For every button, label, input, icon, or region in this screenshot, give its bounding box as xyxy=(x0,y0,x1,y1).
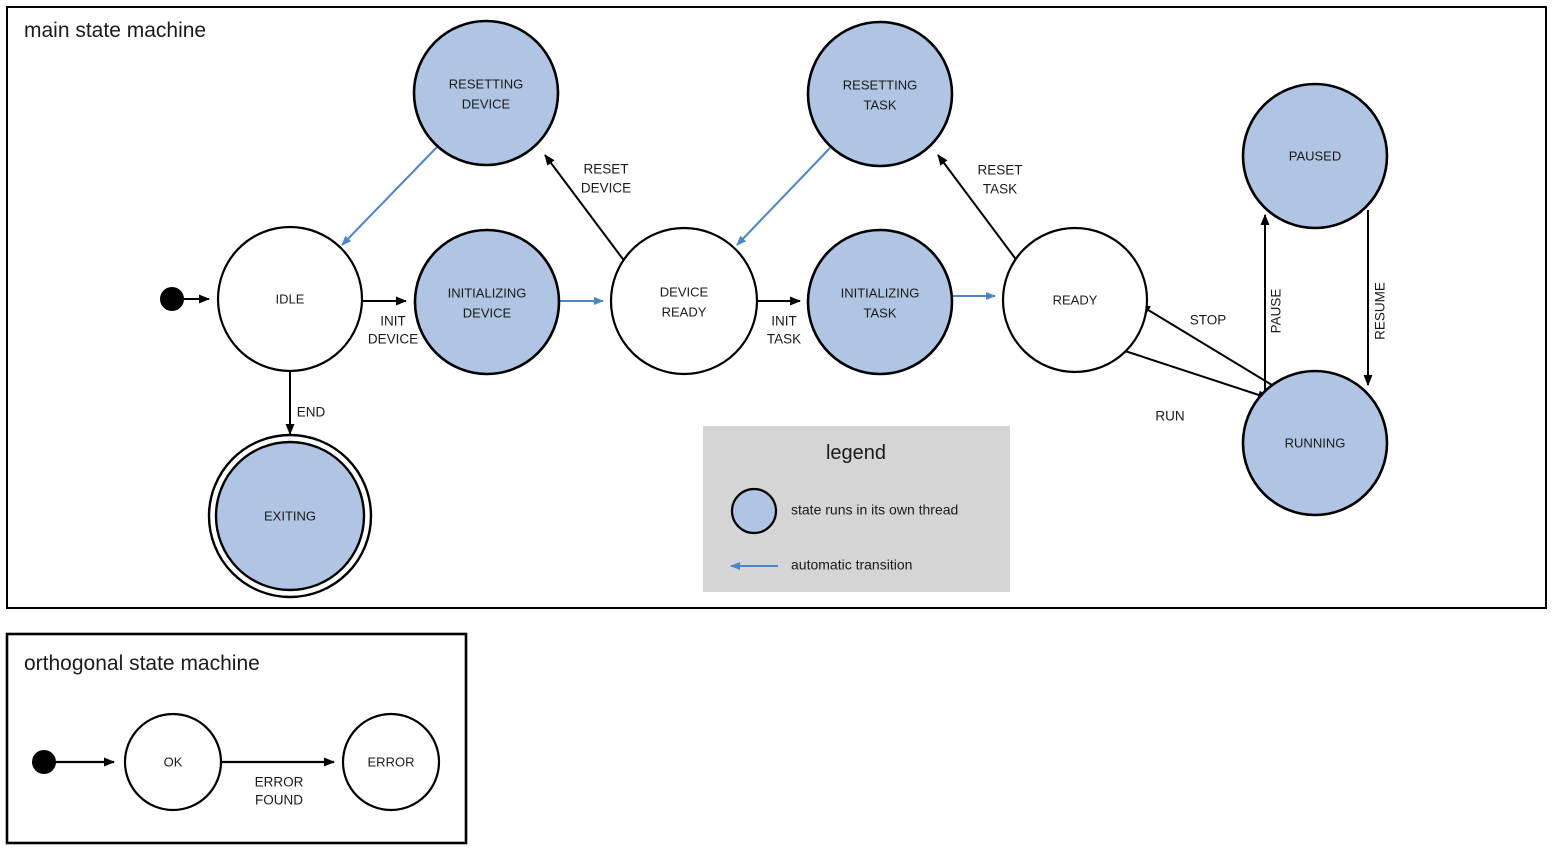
state-paused-circle xyxy=(1241,82,1389,230)
transition-idle-to-initializing-device: INIT DEVICE xyxy=(362,296,418,347)
initial-state-marker xyxy=(160,287,184,311)
orthogonal-initial-state-marker xyxy=(32,750,56,774)
legend-item-threaded-state-label: state runs in its own thread xyxy=(791,502,958,518)
state-exiting-circle xyxy=(214,440,366,592)
state-resetting-task-label-line2: TASK xyxy=(864,97,897,112)
state-initializing-task-circle xyxy=(806,228,954,376)
state-ready-circle xyxy=(1001,226,1149,374)
main-frame-title: main state machine xyxy=(24,19,206,42)
state-initializing-task-label-line2: TASK xyxy=(864,305,897,320)
state-ok-label: OK xyxy=(164,754,183,769)
transition-label-error-found-line1: ERROR xyxy=(255,775,304,790)
legend-title: legend xyxy=(826,442,886,464)
state-error[interactable]: ERROR xyxy=(341,712,441,812)
state-running-label: RUNNING xyxy=(1285,435,1346,450)
transition-label-resume: RESUME xyxy=(1373,282,1388,340)
state-initializing-task-label-line1: INITIALIZING xyxy=(841,285,920,300)
state-ready-label: READY xyxy=(1053,292,1098,307)
state-ok-circle xyxy=(123,712,223,812)
state-resetting-device[interactable]: RESETTING DEVICE xyxy=(412,19,560,167)
state-resetting-task-label-line1: RESETTING xyxy=(843,77,917,92)
transition-label-stop: STOP xyxy=(1190,313,1227,328)
state-initializing-task[interactable]: INITIALIZING TASK xyxy=(806,228,954,376)
transition-label-end: END xyxy=(297,405,326,420)
transition-label-init-device-line2: DEVICE xyxy=(368,332,418,347)
state-initializing-device[interactable]: INITIALIZING DEVICE xyxy=(413,228,561,376)
transition-label-run: RUN xyxy=(1155,409,1184,424)
orthogonal-transitions-layer: ERROR FOUND xyxy=(56,757,335,808)
state-running-circle xyxy=(1241,369,1389,517)
state-initializing-device-circle xyxy=(413,228,561,376)
legend-item-threaded-state: state runs in its own thread xyxy=(730,487,958,535)
state-resetting-device-label-line1: RESETTING xyxy=(449,76,523,91)
state-exiting[interactable]: EXITING xyxy=(207,433,373,599)
transition-label-reset-device-line1: RESET xyxy=(583,162,628,177)
state-initializing-device-label-line2: DEVICE xyxy=(463,305,512,320)
state-ready[interactable]: READY xyxy=(1001,226,1149,374)
transition-paused-to-running: RESUME xyxy=(1363,210,1388,386)
legend-box: legend state runs in its own thread auto… xyxy=(703,426,1010,592)
state-initializing-device-label-line1: INITIALIZING xyxy=(448,285,527,300)
state-idle-circle xyxy=(216,225,364,373)
transition-running-to-paused: PAUSE xyxy=(1260,214,1284,390)
transition-label-init-task-line2: TASK xyxy=(767,332,801,347)
transition-idle-to-exiting: END xyxy=(285,372,326,435)
transition-label-init-device-line1: INIT xyxy=(380,314,406,329)
transition-resetting-task-to-device-ready xyxy=(736,147,831,246)
blue-circle-swatch-icon xyxy=(730,487,778,535)
state-resetting-device-circle xyxy=(412,19,560,167)
transition-running-to-ready: STOP xyxy=(1139,304,1273,386)
state-resetting-device-label-line2: DEVICE xyxy=(462,96,511,111)
transition-label-reset-device-line2: DEVICE xyxy=(581,181,631,196)
transition-label-pause: PAUSE xyxy=(1269,289,1284,334)
orthogonal-states-layer: OK ERROR xyxy=(32,712,441,812)
transition-label-reset-task-line1: RESET xyxy=(977,163,1022,178)
transition-label-init-task-line1: INIT xyxy=(771,314,797,329)
transition-ready-to-running: RUN xyxy=(1121,349,1269,424)
state-device-ready-label-line1: DEVICE xyxy=(660,284,709,299)
state-idle[interactable]: IDLE xyxy=(216,225,364,373)
transition-label-error-found-line2: FOUND xyxy=(255,793,303,808)
state-device-ready-label-line2: READY xyxy=(662,304,707,319)
state-paused-label: PAUSED xyxy=(1289,148,1342,163)
state-running[interactable]: RUNNING xyxy=(1241,369,1389,517)
state-exiting-label: EXITING xyxy=(264,508,316,523)
main-states-layer: IDLE RESETTING DEVICE INITIALIZING DEVIC… xyxy=(160,19,1389,599)
state-resetting-task-circle xyxy=(806,20,954,168)
orthogonal-frame-title: orthogonal state machine xyxy=(24,652,260,675)
transition-device-ready-to-initializing-task: INIT TASK xyxy=(757,296,801,347)
state-idle-label: IDLE xyxy=(276,291,305,306)
transition-resetting-device-to-idle xyxy=(341,146,438,246)
state-error-circle xyxy=(341,712,441,812)
state-paused[interactable]: PAUSED xyxy=(1241,82,1389,230)
transition-label-reset-task-line2: TASK xyxy=(983,182,1017,197)
transition-ok-to-error: ERROR FOUND xyxy=(221,757,335,808)
state-resetting-task[interactable]: RESETTING TASK xyxy=(806,20,954,168)
state-device-ready[interactable]: DEVICE READY xyxy=(609,226,759,376)
state-ok[interactable]: OK xyxy=(123,712,223,812)
legend-item-automatic-transition-label: automatic transition xyxy=(791,557,912,573)
legend-item-automatic-transition: automatic transition xyxy=(730,557,912,573)
state-device-ready-circle xyxy=(609,226,759,376)
state-error-label: ERROR xyxy=(368,754,415,769)
